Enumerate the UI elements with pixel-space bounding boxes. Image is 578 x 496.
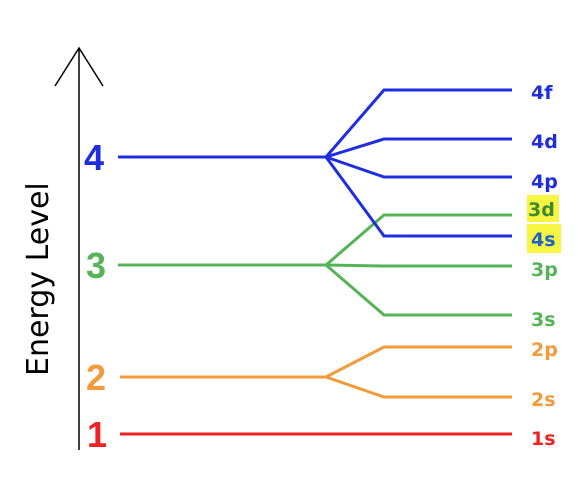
sublevel-4p-line: [325, 155, 512, 179]
level-2-number: 2: [86, 357, 106, 398]
sublevel-3s-label: 3s: [531, 309, 556, 331]
sublevel-2p-label: 2p: [531, 339, 558, 361]
level-3: [118, 213, 512, 317]
sublevel-4p-label: 4p: [531, 171, 558, 193]
sublevel-3d-label: 3d: [528, 199, 555, 221]
level-1: 1 1s: [87, 414, 556, 455]
sublevel-4s-line: [324, 156, 512, 238]
axis-arrowhead: [54, 46, 104, 87]
sublevel-4d-line: [325, 137, 512, 159]
axis-label: Energy Level: [21, 182, 56, 376]
sublevel-4f-line: [324, 88, 512, 158]
sublevel-2s-line: [325, 375, 512, 399]
sublevel-2s-label: 2s: [531, 389, 556, 411]
sublevel-4d-label: 4d: [531, 131, 558, 153]
highlight-4s: [527, 224, 561, 253]
level-3-number: 3: [86, 245, 106, 286]
sublevel-3p-line: [325, 263, 512, 268]
sublevel-4s-label: 4s: [531, 229, 556, 251]
sublevel-3d-line: [325, 213, 512, 267]
sublevel-2p-line: [325, 345, 512, 379]
level-4-number: 4: [84, 137, 104, 178]
sublevel-4f-label: 4f: [531, 82, 553, 104]
highlight-3d: [527, 195, 559, 222]
sublevel-1s-label: 1s: [531, 428, 556, 450]
level-4: [118, 88, 512, 238]
sublevel-3p-label: 3p: [531, 259, 558, 281]
energy-axis: Energy Level: [21, 46, 104, 450]
sublevel-3s-line: [325, 263, 512, 317]
level-1-number: 1: [87, 414, 107, 455]
level-2: [120, 345, 512, 399]
